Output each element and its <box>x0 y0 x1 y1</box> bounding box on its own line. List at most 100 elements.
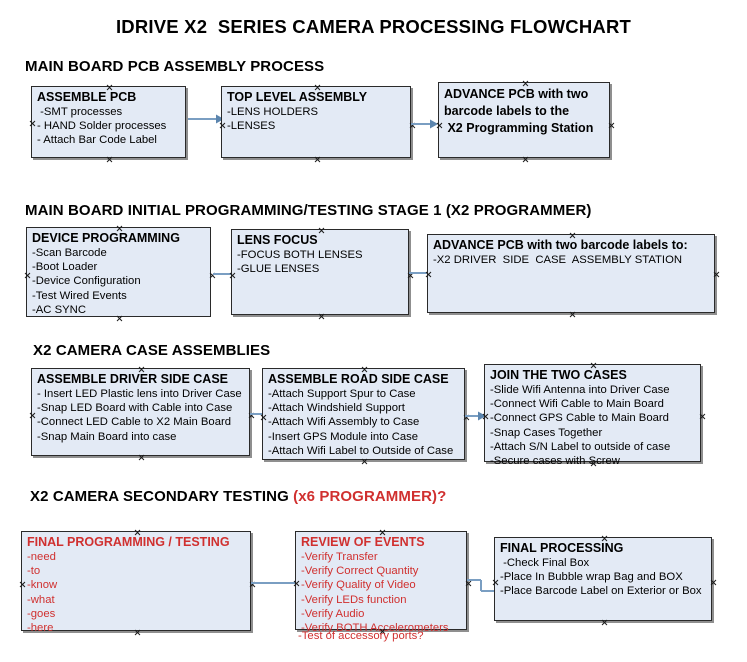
node-join-the-two-cases[interactable]: JOIN THE TWO CASES -Slide Wifi Antenna i… <box>482 364 701 467</box>
node-advance-pcb-to-programming-station[interactable]: ADVANCE PCB with two barcode labels to t… <box>438 82 610 158</box>
resize-handle-bottom[interactable] <box>138 454 145 461</box>
section-heading-x2-camera-case-assemblies: X2 CAMERA CASE ASSEMBLIES <box>33 342 271 359</box>
section-heading-main-board-pcb-assembly-process: MAIN BOARD PCB ASSEMBLY PROCESS <box>25 58 325 75</box>
node-title: FINAL PROGRAMMING / TESTING <box>27 535 230 549</box>
node-line: -Insert GPS Module into Case <box>268 430 419 443</box>
node-title: barcode labels to the <box>444 104 570 118</box>
node-line: -Verify Transfer <box>301 551 378 563</box>
node-line: -what <box>27 593 55 606</box>
node-line: -Verify Audio <box>301 607 365 620</box>
node-line: -Attach S/N Label to outside of case <box>490 440 671 453</box>
node-device-programming[interactable]: DEVICE PROGRAMMING -Scan Barcode -Boot L… <box>26 227 211 317</box>
page-title: IDRIVE X2 SERIES CAMERA PROCESSING FLOWC… <box>115 16 632 37</box>
node-line: -Boot Loader <box>32 261 98 274</box>
node-line: -Check Final Box <box>500 557 590 569</box>
node-advance-pcb-to-driver-side-case[interactable]: ADVANCE PCB with two barcode labels to: … <box>427 234 715 313</box>
node-line: -Attach Wifi Label to Outside of Case <box>268 444 454 457</box>
node-line: -Snap Main Board into case <box>37 430 177 443</box>
section-heading-annotation: (x6 PROGRAMMER)? <box>293 488 447 505</box>
node-line: -LENS HOLDERS <box>227 106 319 118</box>
node-final-processing[interactable]: FINAL PROCESSING -Check Final Box -Place… <box>494 537 712 621</box>
node-line: - HAND Solder processes <box>37 120 167 133</box>
resize-handle-bottom[interactable] <box>361 458 368 465</box>
node-title: LENS FOCUS <box>237 233 318 247</box>
node-line: -Slide Wifi Antenna into Driver Case <box>490 384 670 396</box>
resize-handle-right[interactable] <box>713 271 720 278</box>
connector-final-programming-to-review-of-events <box>251 578 297 588</box>
resize-handle-left[interactable] <box>293 580 300 587</box>
resize-handle-bottom[interactable] <box>522 156 529 163</box>
node-line: -Verify Correct Quantity <box>301 565 419 578</box>
node-line: -Scan Barcode <box>32 247 107 259</box>
node-title: JOIN THE TWO CASES <box>490 368 627 382</box>
node-title: TOP LEVEL ASSEMBLY <box>227 90 368 104</box>
node-title: X2 Programming Station <box>444 121 594 135</box>
resize-handle-bottom[interactable] <box>601 619 608 626</box>
node-line: -need <box>27 551 56 563</box>
node-title: ASSEMBLE DRIVER SIDE CASE <box>37 372 229 386</box>
node-line: - Insert LED Plastic lens into Driver Ca… <box>37 388 242 400</box>
node-title: ASSEMBLE PCB <box>37 90 137 104</box>
node-line: -know <box>27 579 58 592</box>
node-title: ADVANCE PCB with two barcode labels to: <box>433 238 688 252</box>
node-assemble-road-side-case[interactable]: ASSEMBLE ROAD SIDE CASE -Attach Support … <box>262 368 465 460</box>
resize-handle-bottom[interactable] <box>569 311 576 318</box>
node-line: -X2 DRIVER SIDE CASE ASSEMBLY STATION <box>433 254 683 266</box>
node-top-level-assembly[interactable]: TOP LEVEL ASSEMBLY -LENS HOLDERS -LENSES <box>221 86 411 158</box>
node-lens-focus[interactable]: LENS FOCUS -FOCUS BOTH LENSES -GLUE LENS… <box>231 229 409 315</box>
resize-handle-left[interactable] <box>425 271 432 278</box>
resize-handle-bottom[interactable] <box>318 313 325 320</box>
node-line: -SMT processes <box>37 106 123 118</box>
node-review-of-events[interactable]: REVIEW OF EVENTS -Verify Transfer -Verif… <box>293 531 467 634</box>
node-line: -Snap Cases Together <box>490 426 603 439</box>
node-line: -Verify LEDs function <box>301 593 407 606</box>
node-line: -to <box>27 565 41 578</box>
node-line: -Test Wired Events <box>32 289 127 302</box>
node-line: -Attach Support Spur to Case <box>268 388 416 400</box>
resize-handle-left[interactable] <box>492 579 499 586</box>
node-line: -Attach Wifi Assembly to Case <box>268 416 420 429</box>
node-line: -Connect Wifi Cable to Main Board <box>490 398 664 411</box>
node-line: -Connect LED Cable to X2 Main Board <box>37 416 232 429</box>
node-line: -FOCUS BOTH LENSES <box>237 249 363 261</box>
section-heading-x2-camera-secondary-testing: X2 CAMERA SECONDARY TESTING (x6 PROGRAMM… <box>30 488 446 505</box>
node-assemble-pcb[interactable]: ASSEMBLE PCB -SMT processes - HAND Solde… <box>31 86 186 158</box>
node-final-programming-testing[interactable]: FINAL PROGRAMMING / TESTING -need -to -k… <box>19 531 251 634</box>
node-line: -LENSES <box>227 120 276 133</box>
resize-handle-left[interactable] <box>260 414 267 421</box>
node-line: -Device Configuration <box>32 275 141 288</box>
resize-handle-left[interactable] <box>29 412 36 419</box>
node-line: -Snap LED Board with Cable into Case <box>37 402 233 415</box>
node-title: REVIEW OF EVENTS <box>301 535 425 549</box>
section-heading-main-board-initial-programming: MAIN BOARD INITIAL PROGRAMMING/TESTING S… <box>25 202 592 219</box>
node-title: ADVANCE PCB with two <box>444 87 589 101</box>
connector-assemble-pcb-to-top-level-assembly <box>186 112 226 126</box>
resize-handle-bottom[interactable] <box>106 156 113 163</box>
resize-handle-left[interactable] <box>482 413 489 420</box>
node-line: -Verify Quality of Video <box>301 579 416 592</box>
resize-handle-left[interactable] <box>436 122 443 129</box>
node-assemble-driver-side-case[interactable]: ASSEMBLE DRIVER SIDE CASE - Insert LED P… <box>31 368 250 456</box>
node-line: -Place Barcode Label on Exterior or Box <box>500 585 702 598</box>
node-line: -Secure cases with Screw <box>490 455 620 468</box>
node-line: -Place In Bubble wrap Bag and BOX <box>500 571 683 584</box>
resize-handle-left[interactable] <box>29 120 36 127</box>
connector-top-level-assembly-to-advance-pcb <box>411 117 439 131</box>
resize-handle-left[interactable] <box>229 272 236 279</box>
resize-handle-bottom[interactable] <box>314 156 321 163</box>
node-line: - Attach Bar Code Label <box>37 134 157 147</box>
node-line: -Attach Windshield Support <box>268 402 405 415</box>
node-line: -here <box>27 622 54 635</box>
section-heading-text: X2 CAMERA SECONDARY TESTING <box>30 488 294 505</box>
resize-handle-left[interactable] <box>24 272 31 279</box>
node-title: DEVICE PROGRAMMING <box>32 231 180 245</box>
node-line: -Connect GPS Cable to Main Board <box>490 412 669 425</box>
node-line: -goes <box>27 607 56 620</box>
node-title: FINAL PROCESSING <box>500 541 624 555</box>
node-line: -GLUE LENSES <box>237 263 320 276</box>
resize-handle-left[interactable] <box>219 122 226 129</box>
node-line: -AC SYNC <box>32 303 86 316</box>
node-title: ASSEMBLE ROAD SIDE CASE <box>268 372 449 386</box>
node-line: -Verify BOTH Accelerometers <box>301 622 449 635</box>
resize-handle-left[interactable] <box>19 581 26 588</box>
